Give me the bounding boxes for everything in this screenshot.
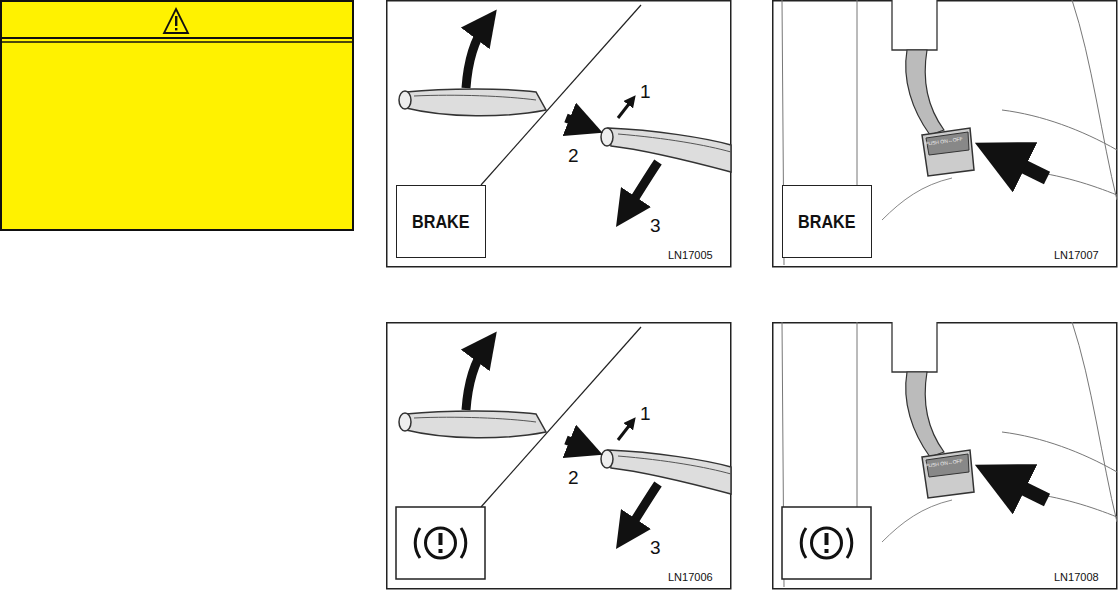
indicator-box: BRAKE xyxy=(396,185,486,258)
indicator-box: BRAKE xyxy=(782,185,872,258)
figure-code: LN17008 xyxy=(1054,572,1099,583)
callout-number: 1 xyxy=(640,82,651,101)
figure-code: LN17005 xyxy=(668,250,713,261)
callout-number: 3 xyxy=(650,538,661,557)
indicator-text: BRAKE xyxy=(798,211,855,233)
indicator-text: BRAKE xyxy=(412,211,469,233)
figure-code: LN17006 xyxy=(668,572,713,583)
callout-number: 1 xyxy=(640,404,651,423)
figure-code: LN17007 xyxy=(1054,250,1099,261)
callout-number: 3 xyxy=(650,216,661,235)
callout-number: 2 xyxy=(568,468,579,487)
callout-number: 2 xyxy=(568,146,579,165)
